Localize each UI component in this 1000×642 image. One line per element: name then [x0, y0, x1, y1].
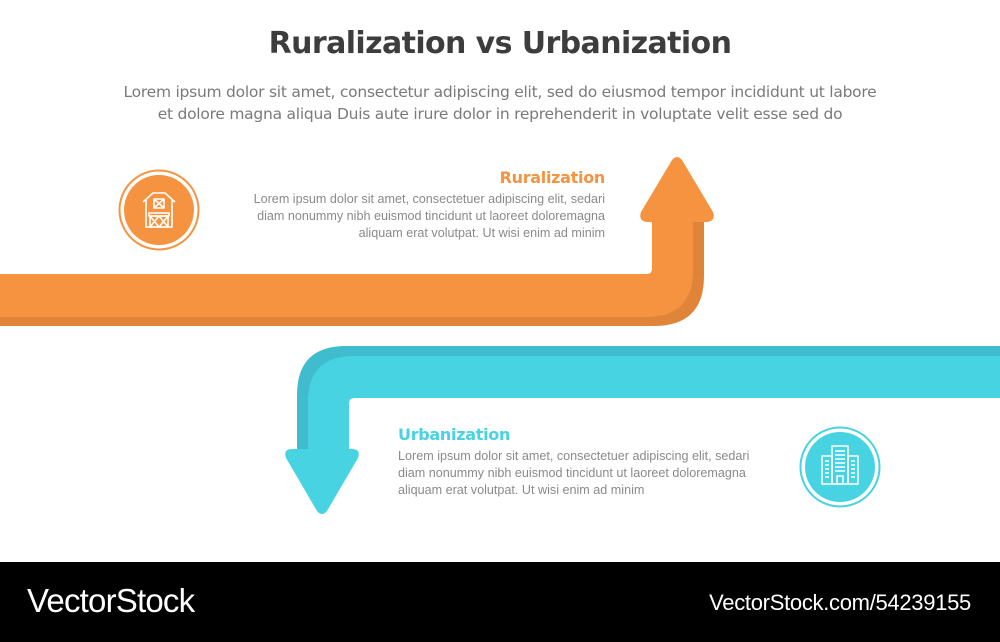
- description-line: diam nonummy nibh euismod tincidunt ut l…: [398, 466, 746, 480]
- description-line: Lorem ipsum dolor sit amet, consectetuer…: [398, 449, 750, 463]
- image-id: VectorStock.com/54239155: [709, 590, 971, 615]
- ruralization-icon-badge: [118, 169, 200, 251]
- urbanization-arrow: [285, 346, 1000, 514]
- urbanization-description: Lorem ipsum dolor sit amet, consectetuer…: [398, 448, 798, 499]
- urbanization-heading: Urbanization: [398, 425, 511, 444]
- urbanization-icon-badge: [799, 426, 881, 508]
- subtitle-line: Lorem ipsum dolor sit amet, consectetur …: [123, 83, 877, 101]
- ruralization-description: Lorem ipsum dolor sit amet, consectetuer…: [215, 191, 605, 242]
- description-line: aliquam erat volutpat. Ut wisi enim ad m…: [358, 226, 605, 240]
- buildings-icon: [821, 445, 859, 485]
- urbanization-block: Urbanization Lorem ipsum dolor sit amet,…: [398, 425, 798, 499]
- flow-arrows: [0, 157, 1000, 514]
- description-line: aliquam erat volutpat. Ut wisi enim ad m…: [398, 483, 645, 497]
- barn-icon: [142, 192, 176, 228]
- description-line: Lorem ipsum dolor sit amet, consectetuer…: [253, 192, 605, 206]
- vectorstock-logo: VectorStock: [27, 582, 195, 619]
- page-subtitle: Lorem ipsum dolor sit amet, consectetur …: [30, 81, 970, 125]
- page-title: Ruralization vs Urbanization: [268, 26, 732, 61]
- ruralization-block: Ruralization Lorem ipsum dolor sit amet,…: [215, 168, 606, 242]
- watermark-footer: VectorStock VectorStock.com/54239155: [0, 562, 1000, 642]
- ruralization-heading: Ruralization: [499, 168, 606, 187]
- ruralization-arrow: [0, 157, 714, 326]
- subtitle-line: et dolore magna aliqua Duis aute irure d…: [157, 105, 843, 123]
- description-line: diam nonummy nibh euismod tincidunt ut l…: [257, 209, 605, 223]
